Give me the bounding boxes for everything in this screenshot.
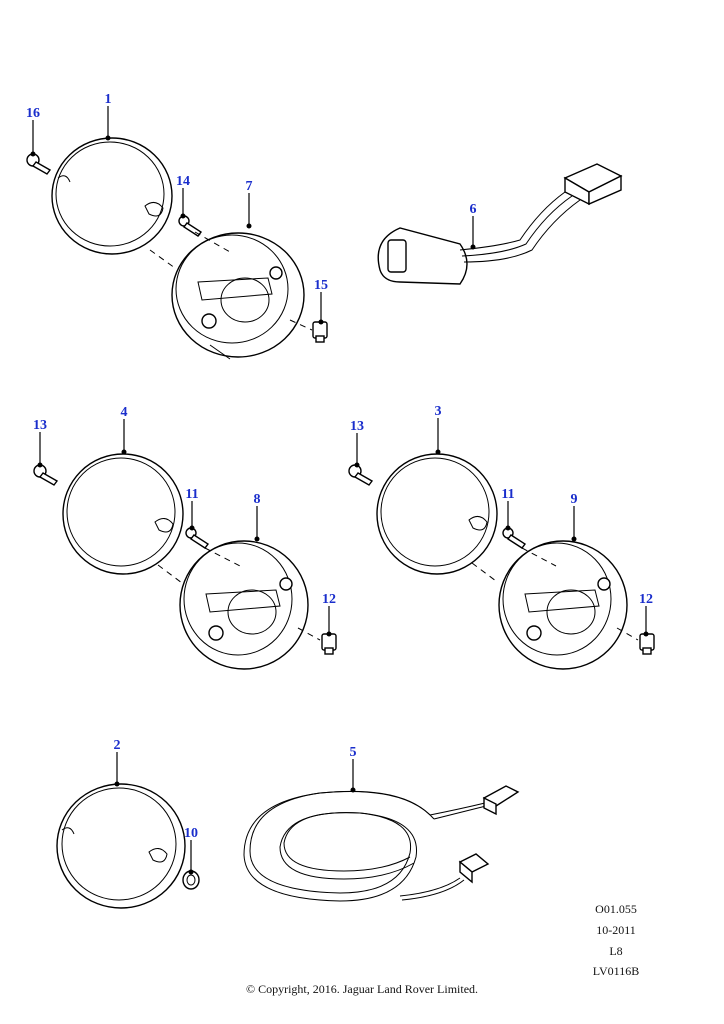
callout-13-left: 13 bbox=[33, 418, 47, 433]
diagram-date: 10-2011 bbox=[596, 923, 636, 937]
callout-5: 5 bbox=[350, 745, 357, 760]
harness-part-6 bbox=[377, 163, 623, 285]
screw-part-11-right bbox=[502, 527, 527, 549]
callout-3: 3 bbox=[435, 404, 442, 419]
callout-11-right: 11 bbox=[501, 487, 514, 502]
housing-part-9 bbox=[498, 540, 628, 670]
copyright-notice: © Copyright, 2016. Jaguar Land Rover Lim… bbox=[245, 982, 479, 996]
diagram-code: O01.055 bbox=[595, 902, 637, 916]
callout-8: 8 bbox=[254, 492, 261, 507]
bulb-holder-part-12-right bbox=[639, 633, 655, 655]
lens-part-1 bbox=[51, 137, 173, 255]
screw-part-11-left bbox=[185, 527, 210, 549]
callout-12-right: 12 bbox=[639, 592, 653, 607]
callout-14: 14 bbox=[176, 174, 190, 189]
housing-part-8 bbox=[179, 540, 309, 670]
leader-lines bbox=[30, 106, 649, 875]
callout-11-left: 11 bbox=[185, 487, 198, 502]
screw-part-13-left bbox=[33, 464, 59, 486]
callout-12-left: 12 bbox=[322, 592, 336, 607]
bulb-holder-part-12-left bbox=[321, 633, 337, 655]
callout-13-right: 13 bbox=[350, 419, 364, 434]
callout-1: 1 bbox=[105, 92, 112, 107]
diagram-page: L8 bbox=[609, 944, 623, 958]
callout-4: 4 bbox=[121, 405, 128, 420]
callout-16: 16 bbox=[26, 106, 40, 121]
callout-2: 2 bbox=[114, 738, 121, 753]
cable-part-5 bbox=[243, 785, 520, 902]
callout-7: 7 bbox=[246, 179, 253, 194]
lens-part-3 bbox=[376, 453, 498, 575]
diagram-ref: LV0116B bbox=[592, 964, 640, 978]
callout-9: 9 bbox=[571, 492, 578, 507]
callout-10: 10 bbox=[184, 826, 198, 841]
screw-part-16 bbox=[26, 153, 52, 175]
screw-part-13-right bbox=[348, 464, 374, 486]
callout-15: 15 bbox=[314, 278, 328, 293]
lens-part-2 bbox=[56, 783, 186, 909]
callout-6: 6 bbox=[470, 202, 477, 217]
housing-part-7 bbox=[171, 232, 305, 360]
lens-part-4 bbox=[62, 453, 184, 575]
bulb-holder-part-15 bbox=[312, 321, 328, 343]
